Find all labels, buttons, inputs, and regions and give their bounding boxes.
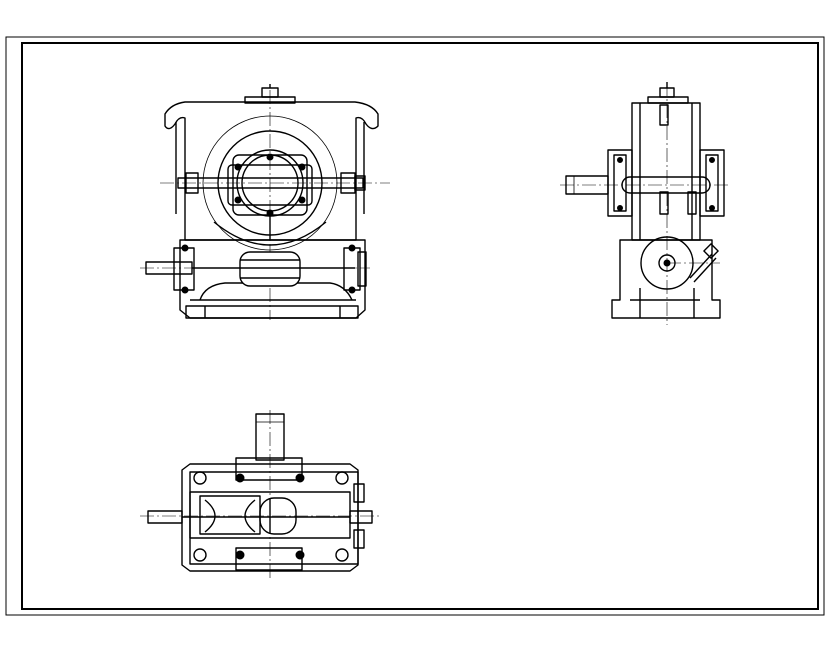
inner-border — [21, 42, 819, 610]
top-view — [140, 410, 380, 580]
outer-frame — [5, 36, 825, 616]
front-view — [140, 84, 390, 320]
side-view — [560, 82, 730, 325]
